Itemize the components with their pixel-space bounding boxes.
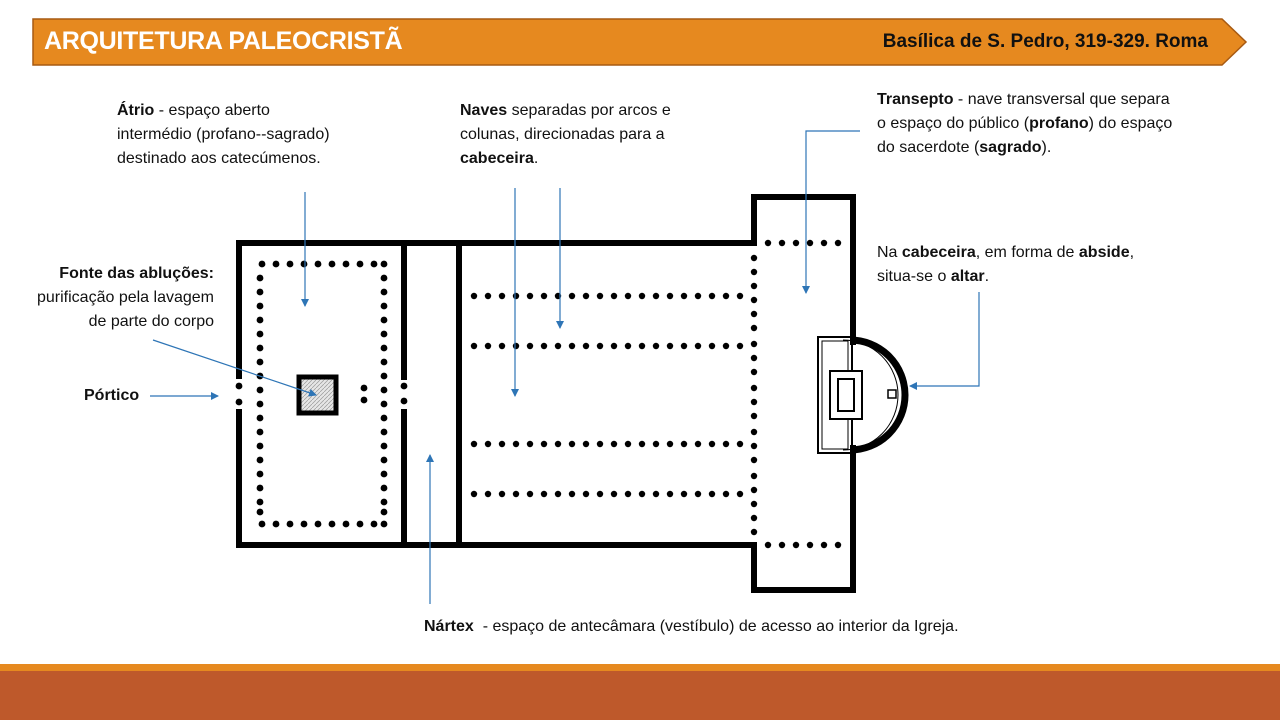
walls [236,194,856,593]
page-title: ARQUITETURA PALEOCRISTÃ [44,27,403,55]
footer-accent-bar [0,664,1280,671]
annotation-arrows [150,130,980,604]
page-subtitle: Basílica de S. Pedro, 319-329. Roma [882,31,1208,52]
note-fonte: Fonte das abluções: purificação pela lav… [37,265,214,330]
title-banner [32,18,1248,66]
apse [817,336,909,454]
note-nartex: Nártex - espaço de antecâmara (vestíbulo… [424,618,959,635]
note-atrio: Átrio - espaço aberto intermédio (profan… [117,102,330,167]
note-portico: Pórtico [84,387,140,404]
banner-shape [32,18,1248,66]
arrow-cabeceira [909,292,980,390]
atrium-colonnade [235,260,408,528]
ablution-fountain [296,374,339,416]
nave-colonnades [470,292,744,498]
note-naves: Naves separadas por arcos e colunas, dir… [460,102,671,167]
arrow-transepto [802,130,860,294]
note-transepto: Transepto - nave transversal que separa … [877,91,1173,156]
footer-bar [0,671,1280,720]
arrow-fonte [152,339,317,397]
transept-colonnade [750,239,842,549]
note-cabeceira: Na cabeceira, em forma de abside, situa-… [877,244,1135,285]
